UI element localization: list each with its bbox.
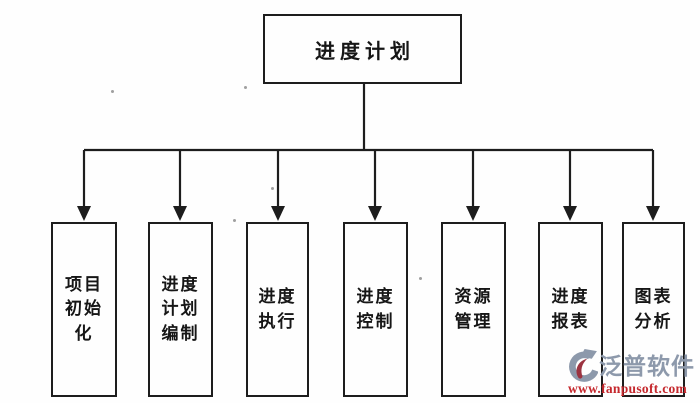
node-schedule-execution: 进度执行: [246, 222, 309, 397]
node-schedule-control-label: 进度控制: [356, 286, 395, 331]
arrowhead-down-icon: [646, 206, 660, 221]
scan-speck: [111, 90, 114, 93]
node-resource-management-label: 资源管理: [454, 286, 493, 331]
node-schedule-report-label: 进度报表: [551, 286, 590, 331]
node-project-initialization: 项目初始化: [51, 222, 117, 397]
scan-speck: [244, 86, 247, 89]
arrowhead-down-icon: [271, 206, 285, 221]
node-schedule-control: 进度控制: [343, 222, 408, 397]
node-schedule-plan-compilation-label: 进度计划编制: [161, 274, 200, 343]
scan-speck: [419, 277, 422, 280]
node-schedule-plan-label: 进度计划: [315, 40, 415, 63]
node-schedule-report: 进度报表: [538, 222, 603, 397]
arrowhead-down-icon: [466, 206, 480, 221]
node-resource-management: 资源管理: [441, 222, 506, 397]
arrowhead-down-icon: [77, 206, 91, 221]
scan-speck: [271, 187, 274, 190]
node-schedule-plan-compilation: 进度计划编制: [148, 222, 213, 397]
scan-speck: [233, 219, 236, 222]
arrowhead-down-icon: [563, 206, 577, 221]
arrowhead-down-icon: [368, 206, 382, 221]
node-chart-analysis-label: 图表分析: [634, 286, 673, 331]
node-schedule-plan: 进度计划: [263, 14, 462, 84]
node-chart-analysis: 图表分析: [622, 222, 685, 397]
node-schedule-execution-label: 进度执行: [258, 286, 297, 331]
node-project-initialization-label: 项目初始化: [65, 274, 103, 343]
arrowhead-down-icon: [173, 206, 187, 221]
